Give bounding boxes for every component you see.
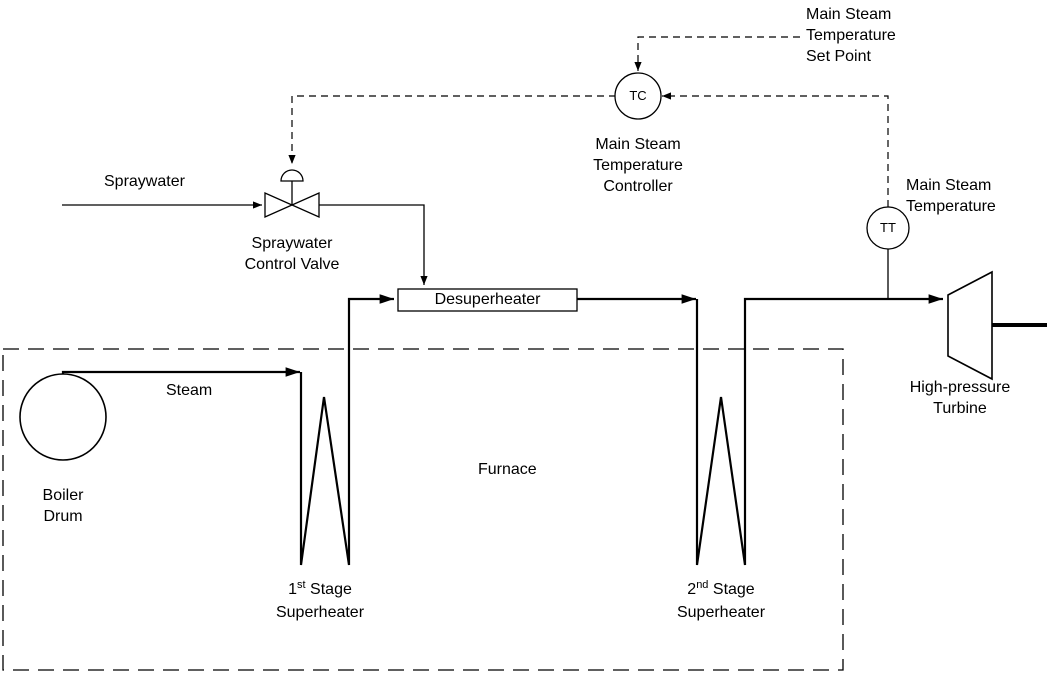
furnace-boundary <box>2 348 844 671</box>
setpoint-signal-line <box>634 36 800 71</box>
setpoint-label-line: Set Point <box>806 48 871 65</box>
controller-output-line <box>288 95 616 164</box>
second-stage-title: 2nd Stage <box>651 579 791 602</box>
first-stage-title: 1st Stage <box>250 579 390 602</box>
stage-number: 1 <box>288 581 298 598</box>
boiler-drum-symbol <box>19 373 107 461</box>
stage-word: Stage <box>712 581 755 598</box>
turbine-label: High-pressure Turbine <box>900 377 1020 419</box>
stage-number: 2 <box>687 581 697 598</box>
transmitter-tag: TT <box>880 220 896 235</box>
valve-outlet-line <box>319 204 428 285</box>
furnace-label: Furnace <box>478 461 537 478</box>
stage-ordinal-suffix: st <box>297 579 306 591</box>
steam-label: Steam <box>166 382 213 399</box>
controller-label-line: Temperature <box>593 157 683 174</box>
boiler-drum-label: Boiler Drum <box>23 485 103 527</box>
stage-word: Stage <box>310 581 352 598</box>
turbine-label-line: Turbine <box>933 400 987 417</box>
controller-label-line: Main Steam <box>595 136 681 153</box>
first-stage-superheater-coil <box>299 294 394 566</box>
controller-label: Main Steam Temperature Controller <box>568 134 708 197</box>
controller-label-line: Controller <box>603 178 673 195</box>
controller-tag: TC <box>629 88 647 103</box>
steam-line <box>61 367 300 377</box>
measurement-label: Main Steam Temperature <box>906 175 996 217</box>
measurement-label-line: Main Steam <box>906 177 992 194</box>
second-stage-label: 2nd Stage Superheater <box>651 579 791 623</box>
first-stage-label: 1st Stage Superheater <box>250 579 390 623</box>
turbine-label-line: High-pressure <box>909 379 1011 396</box>
first-stage-name: Superheater <box>275 604 365 621</box>
valve-actuator-icon <box>280 169 304 182</box>
second-stage-name: Superheater <box>676 604 766 621</box>
temperature-controller-symbol <box>614 72 662 120</box>
desuperheater-label: Desuperheater <box>434 291 541 308</box>
stage-ordinal-suffix: nd <box>696 579 709 591</box>
second-stage-superheater-coil <box>695 294 943 566</box>
boiler-drum-label-line: Boiler <box>42 487 84 504</box>
high-pressure-turbine-symbol <box>947 270 993 381</box>
measurement-signal-line <box>662 92 889 207</box>
measurement-label-line: Temperature <box>906 198 996 215</box>
valve-label-line: Spraywater <box>251 235 333 252</box>
spraywater-label: Spraywater <box>104 173 185 190</box>
setpoint-label-line: Main Steam <box>806 6 892 23</box>
boiler-drum-label-line: Drum <box>43 508 83 525</box>
setpoint-label-line: Temperature <box>806 27 896 44</box>
setpoint-label: Main Steam Temperature Set Point <box>806 4 896 67</box>
valve-label-line: Control Valve <box>244 256 340 273</box>
valve-label: Spraywater Control Valve <box>222 233 362 275</box>
